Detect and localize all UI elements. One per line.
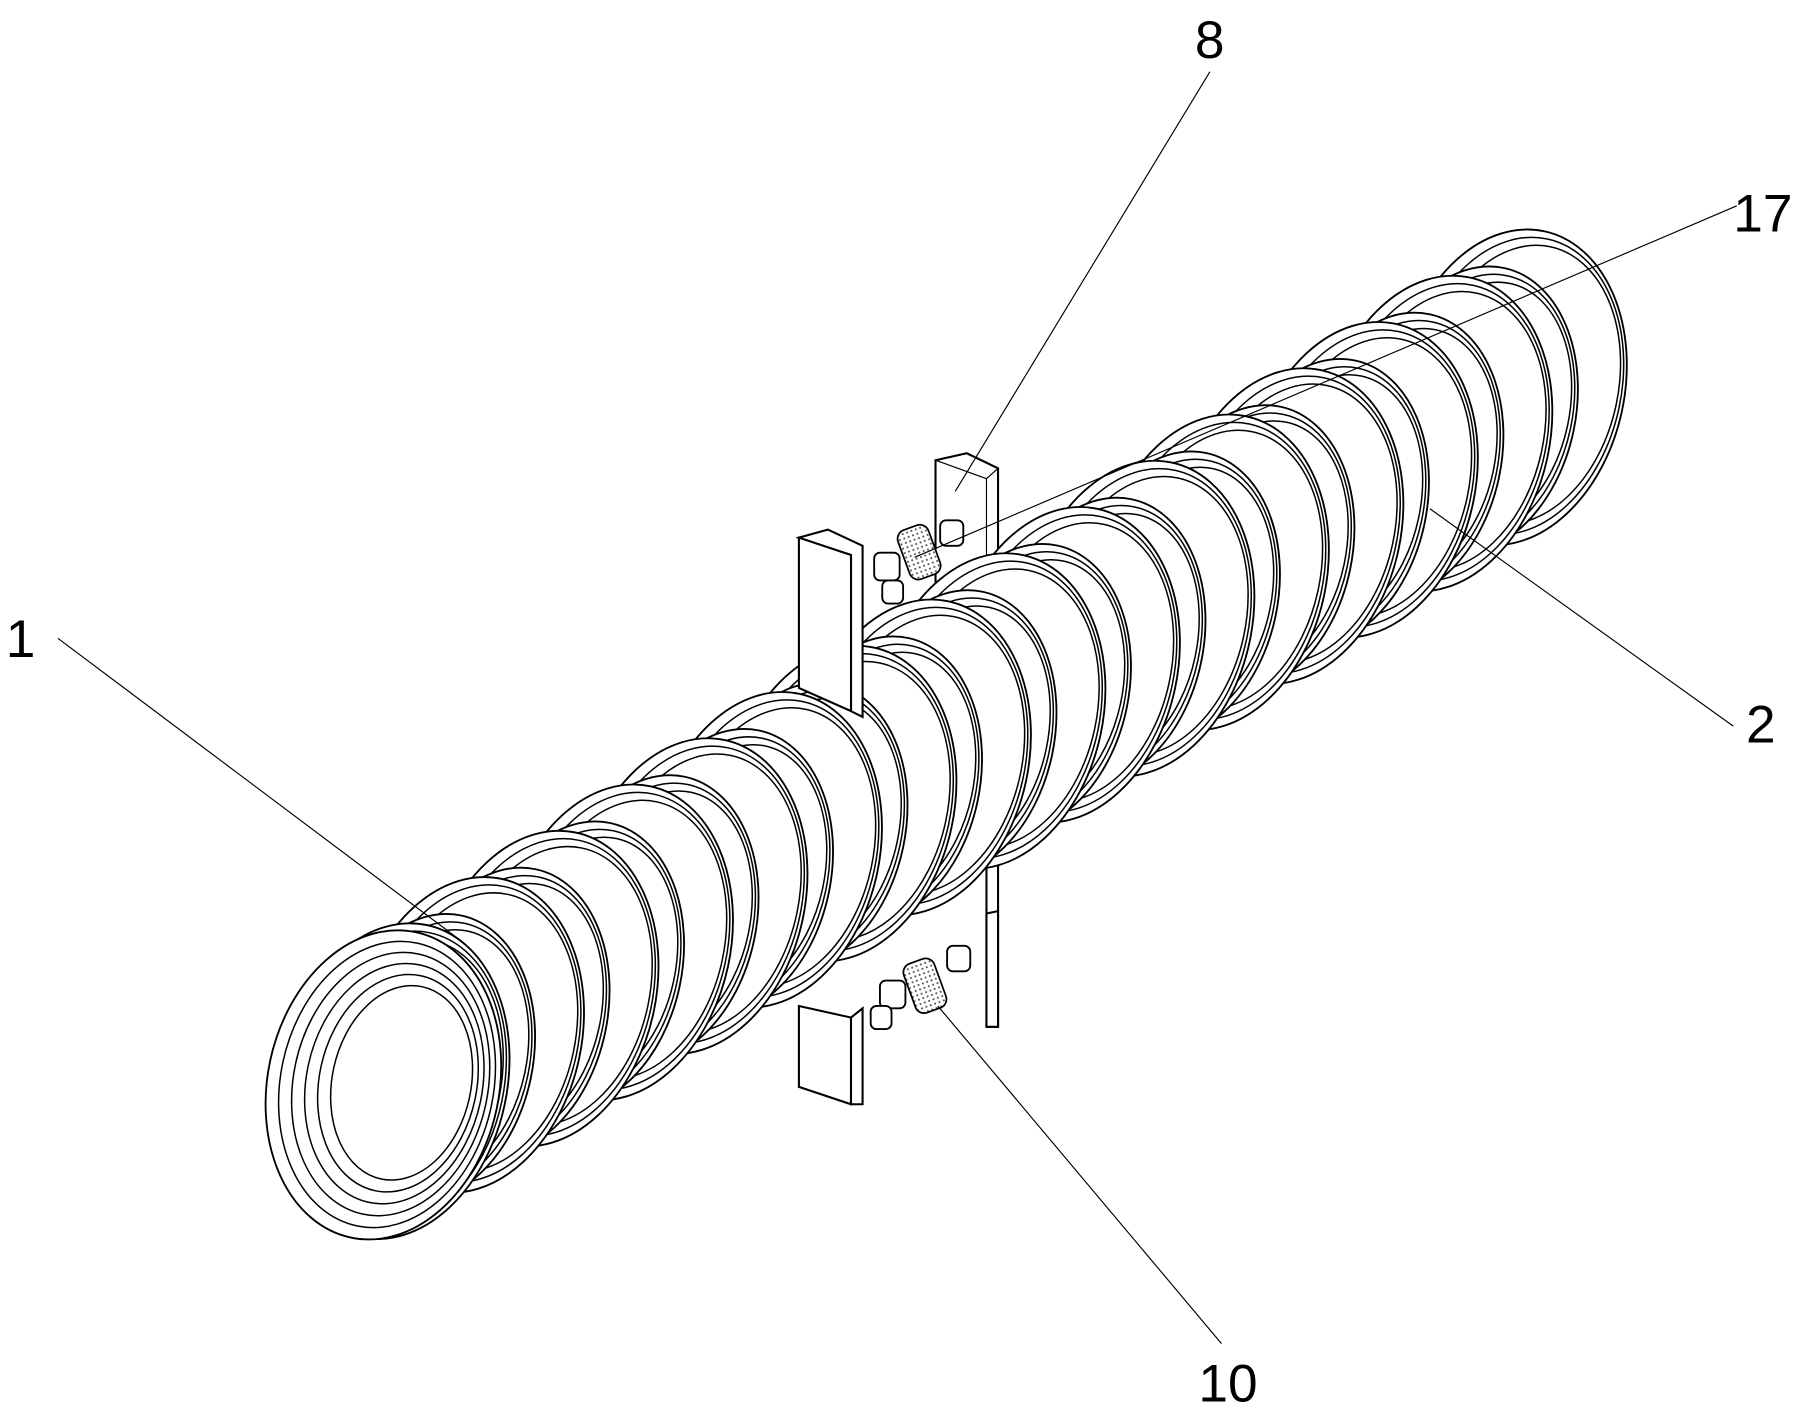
label-part-1: 1 — [6, 610, 36, 669]
knurled-nut-icon — [901, 956, 949, 1016]
leader-line-8 — [955, 72, 1210, 492]
bolt-assembly-lower — [871, 946, 971, 1029]
leader-line-10 — [938, 1006, 1222, 1344]
corrugated-pipe — [238, 208, 1656, 1262]
label-part-8: 8 — [1195, 11, 1225, 70]
leader-line-1 — [58, 638, 463, 942]
label-part-2: 2 — [1746, 695, 1776, 754]
label-part-10: 10 — [1198, 1354, 1257, 1413]
leader-line-2 — [1430, 509, 1733, 726]
label-part-17: 17 — [1733, 184, 1792, 243]
